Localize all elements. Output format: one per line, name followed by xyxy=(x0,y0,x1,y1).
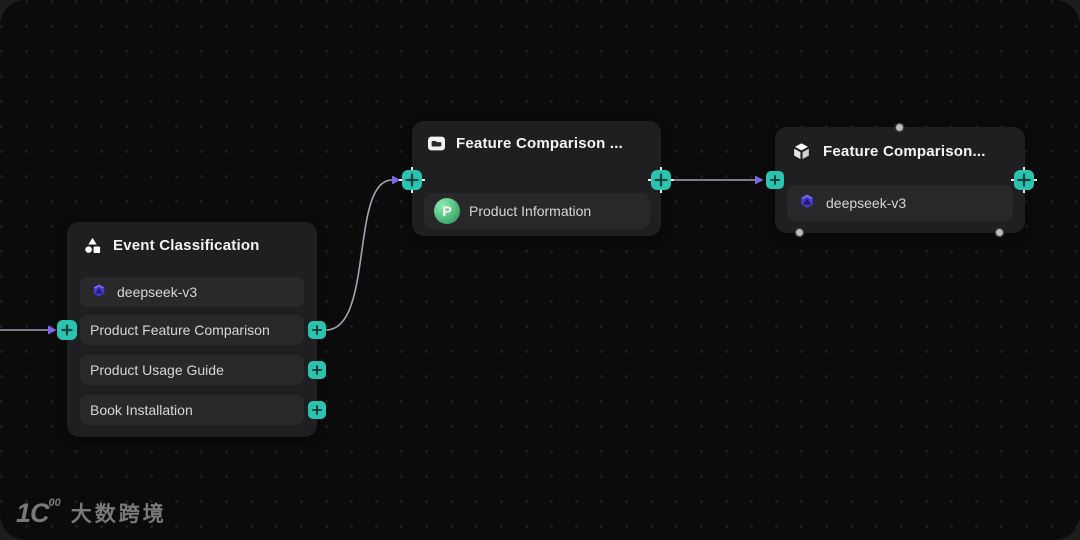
class-row-product-feature-comparison: Product Feature Comparison xyxy=(80,315,304,345)
watermark: 1C00 大数跨境 xyxy=(16,496,167,528)
class-label: Book Installation xyxy=(90,402,193,418)
node-header: Event Classification xyxy=(67,222,317,263)
class-label: Product Usage Guide xyxy=(90,362,224,378)
deepseek-icon xyxy=(797,193,817,213)
node-feature-comparison-retrieval[interactable]: Feature Comparison ... P Product Informa… xyxy=(412,121,661,236)
class-label: Product Feature Comparison xyxy=(90,322,270,338)
watermark-logo: 1C00 xyxy=(16,496,61,528)
watermark-brand-text: 大数跨境 xyxy=(70,503,167,526)
target-handle-retrieval[interactable] xyxy=(396,164,428,196)
model-label: deepseek-v3 xyxy=(826,195,907,211)
source-handle-book-installation[interactable] xyxy=(308,401,326,419)
knowledge-badge: P xyxy=(434,198,460,224)
node-header: Feature Comparison... xyxy=(775,127,1025,170)
node-header: Feature Comparison ... xyxy=(412,121,661,160)
node-title: Feature Comparison... xyxy=(823,143,986,160)
source-handle-retrieval[interactable] xyxy=(645,164,677,196)
class-row-book-installation: Book Installation xyxy=(80,395,304,425)
node-title: Event Classification xyxy=(113,237,260,254)
node-title: Feature Comparison ... xyxy=(456,135,623,152)
model-row: deepseek-v3 xyxy=(787,185,1013,221)
source-handle-product-feature-comparison[interactable] xyxy=(308,321,326,339)
knowledge-item-row: P Product Information xyxy=(424,193,650,229)
cube-icon xyxy=(791,141,812,162)
source-handle-cube[interactable] xyxy=(1008,164,1040,196)
node-event-classification[interactable]: Event Classification deepseek-v3 Product… xyxy=(67,222,317,437)
knowledge-label: Product Information xyxy=(469,203,592,219)
selection-dot-bottom-left xyxy=(796,229,803,236)
model-label: deepseek-v3 xyxy=(117,284,198,300)
node-feature-comparison-cube[interactable]: Feature Comparison... deepseek-v3 xyxy=(775,127,1025,233)
selection-dot-top xyxy=(896,124,903,131)
knowledge-folder-icon xyxy=(428,135,445,152)
target-handle-cube[interactable] xyxy=(766,171,784,189)
class-row-product-usage-guide: Product Usage Guide xyxy=(80,355,304,385)
model-row: deepseek-v3 xyxy=(80,277,304,307)
classifier-shapes-icon xyxy=(83,236,102,255)
source-handle-product-usage-guide[interactable] xyxy=(308,361,326,379)
target-handle-event-classification[interactable] xyxy=(57,320,77,340)
selection-dot-bottom-right xyxy=(996,229,1003,236)
deepseek-icon xyxy=(90,283,108,301)
